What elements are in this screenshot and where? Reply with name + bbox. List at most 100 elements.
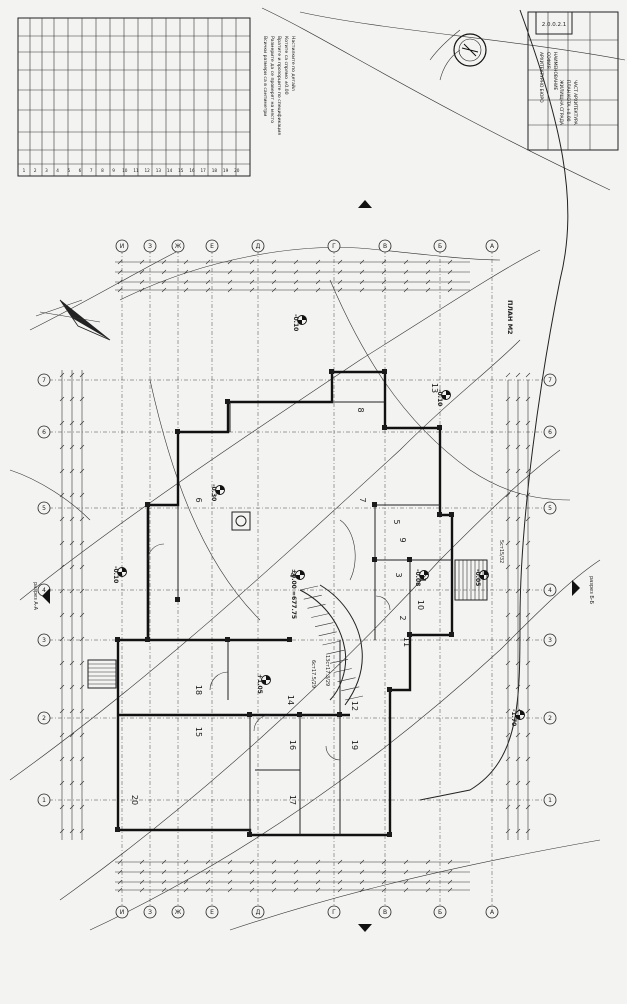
axis-letter-label: З	[148, 243, 152, 250]
table-row-number: 1	[23, 168, 26, 173]
elevation-label: -1.70	[510, 709, 517, 726]
elevation-label: -0.10	[112, 566, 119, 583]
table-row-number: 14	[167, 168, 173, 173]
axis-letter-label: Б	[438, 243, 442, 250]
room-number: 20	[130, 795, 139, 805]
title-line-3: НАИМЕНОВАНИЕ	[552, 52, 558, 91]
table-row-number: 17	[201, 168, 207, 173]
axis-number-label: 7	[548, 377, 552, 384]
axis-letter-label: И	[120, 909, 125, 916]
room-number: 2	[398, 615, 407, 620]
room-number: 4	[288, 572, 297, 577]
axis-number-label: 4	[548, 587, 552, 594]
note-2: Размерите да се проверят на място	[269, 36, 275, 123]
axis-grid	[40, 250, 555, 905]
axis-number-label: 2	[42, 715, 46, 722]
room-number: 16	[288, 740, 297, 750]
note-3: Вратите и прозорците по спецификация	[276, 36, 282, 135]
title-line-1: АРХИТЕКТУРНО БЮРО	[538, 52, 544, 103]
room-number: 9	[398, 537, 407, 542]
room-number: 10	[416, 600, 425, 610]
elevation-label: -0.08	[414, 569, 421, 586]
room-number: 13	[430, 383, 439, 393]
fireplace-icon	[231, 511, 251, 531]
table-row-number: 15	[178, 168, 184, 173]
axis-letter-label: Г	[332, 243, 336, 250]
axis-number-label: 7	[42, 377, 46, 384]
room-number: 7	[358, 497, 367, 502]
plan-title: ПЛАН М2	[506, 300, 514, 335]
axis-number-label: 1	[42, 797, 46, 804]
axis-letter-label: З	[148, 909, 152, 916]
title-block: 2.0.0.2.1 АРХИТЕКТУРНО БЮРО СОФИЯ НАИМЕН…	[527, 11, 619, 151]
note-1: Всички размери са в сантиметри	[262, 36, 268, 116]
external-stairs	[87, 559, 488, 689]
axis-letter-label: В	[383, 243, 387, 250]
contour-lines	[9, 7, 626, 931]
axis-number-label: 5	[548, 505, 552, 512]
axis-letter-label: Е	[210, 243, 214, 250]
axis-number-label: 1	[548, 797, 552, 804]
axis-letter-label: В	[383, 909, 387, 916]
axis-letter-label: И	[120, 243, 125, 250]
title-line-4: ЖИЛИЩНА СГРАДА	[558, 80, 564, 125]
table-row-number: 11	[133, 168, 139, 173]
stair-label-2: 6ст17.5/29	[310, 660, 316, 688]
elevation-label: ±0.00 =677.75	[290, 569, 297, 619]
stair-labels: 13ст17.3/29 6ст17.5/29 5ст15/32	[310, 540, 504, 688]
axis-number-label: 3	[548, 637, 552, 644]
axis-number-label: 4	[42, 587, 46, 594]
stamp-code: 2.0.0.2.1	[542, 22, 567, 28]
axis-letter-label: Д	[256, 243, 261, 250]
title-line-2: СОФИЯ	[545, 52, 551, 69]
elevation-markers: ±0.00 =677.75-0.10-0.10-0.10-0.30+1.05-0…	[112, 314, 525, 726]
elevation-label: -0.05	[474, 569, 481, 586]
table-row-number: 4	[56, 168, 59, 173]
title-line-5: ПЛАН КОТА +0.00	[565, 80, 571, 122]
table-row-number: 7	[90, 168, 93, 173]
table-row-number: 2	[34, 168, 37, 173]
section-label-b: разрез Б-Б	[588, 576, 594, 605]
axis-letter-label: Е	[210, 909, 214, 916]
stair-label-1: 13ст17.3/29	[324, 655, 330, 686]
room-number: 17	[288, 795, 297, 805]
room-number: 14	[286, 695, 295, 705]
axis-letter-label: А	[490, 243, 495, 250]
axis-number-label: 2	[548, 715, 552, 722]
section-label-a: разрез А-А	[32, 582, 38, 611]
table-row-number: 13	[156, 168, 162, 173]
axis-number-label: 6	[548, 429, 552, 436]
room-number: 18	[194, 685, 203, 695]
axis-letter-label: Г	[332, 909, 336, 916]
dimension-lines	[59, 259, 531, 893]
room-number: 1	[418, 577, 427, 582]
room-number: 8	[356, 407, 365, 412]
axis-number-label: 3	[42, 637, 46, 644]
door-swings	[147, 543, 391, 761]
table-row-number: 20	[234, 168, 240, 173]
table-row-number: 16	[189, 168, 195, 173]
axis-number-label: 5	[42, 505, 46, 512]
elevation-label: -0.30	[210, 484, 217, 501]
room-number: 12	[350, 701, 359, 711]
section-markers: разрез А-А разрез Б-Б	[32, 200, 594, 932]
table-row-number: 6	[79, 168, 82, 173]
room-number: 6	[194, 497, 203, 502]
room-number: 19	[350, 740, 359, 750]
table-row-number: 9	[112, 168, 115, 173]
north-arrow-icon	[35, 299, 111, 341]
axis-letter-label: Д	[256, 909, 261, 916]
room-number: 11	[402, 637, 411, 647]
stair	[299, 519, 364, 706]
table-row-number: 10	[122, 168, 128, 173]
note-5: Настилките по детайл	[290, 36, 297, 91]
table-row-number: 19	[223, 168, 229, 173]
axis-letter-label: Ж	[175, 909, 182, 916]
table-row-number: 12	[145, 168, 151, 173]
axis-letter-label: Ж	[175, 243, 182, 250]
